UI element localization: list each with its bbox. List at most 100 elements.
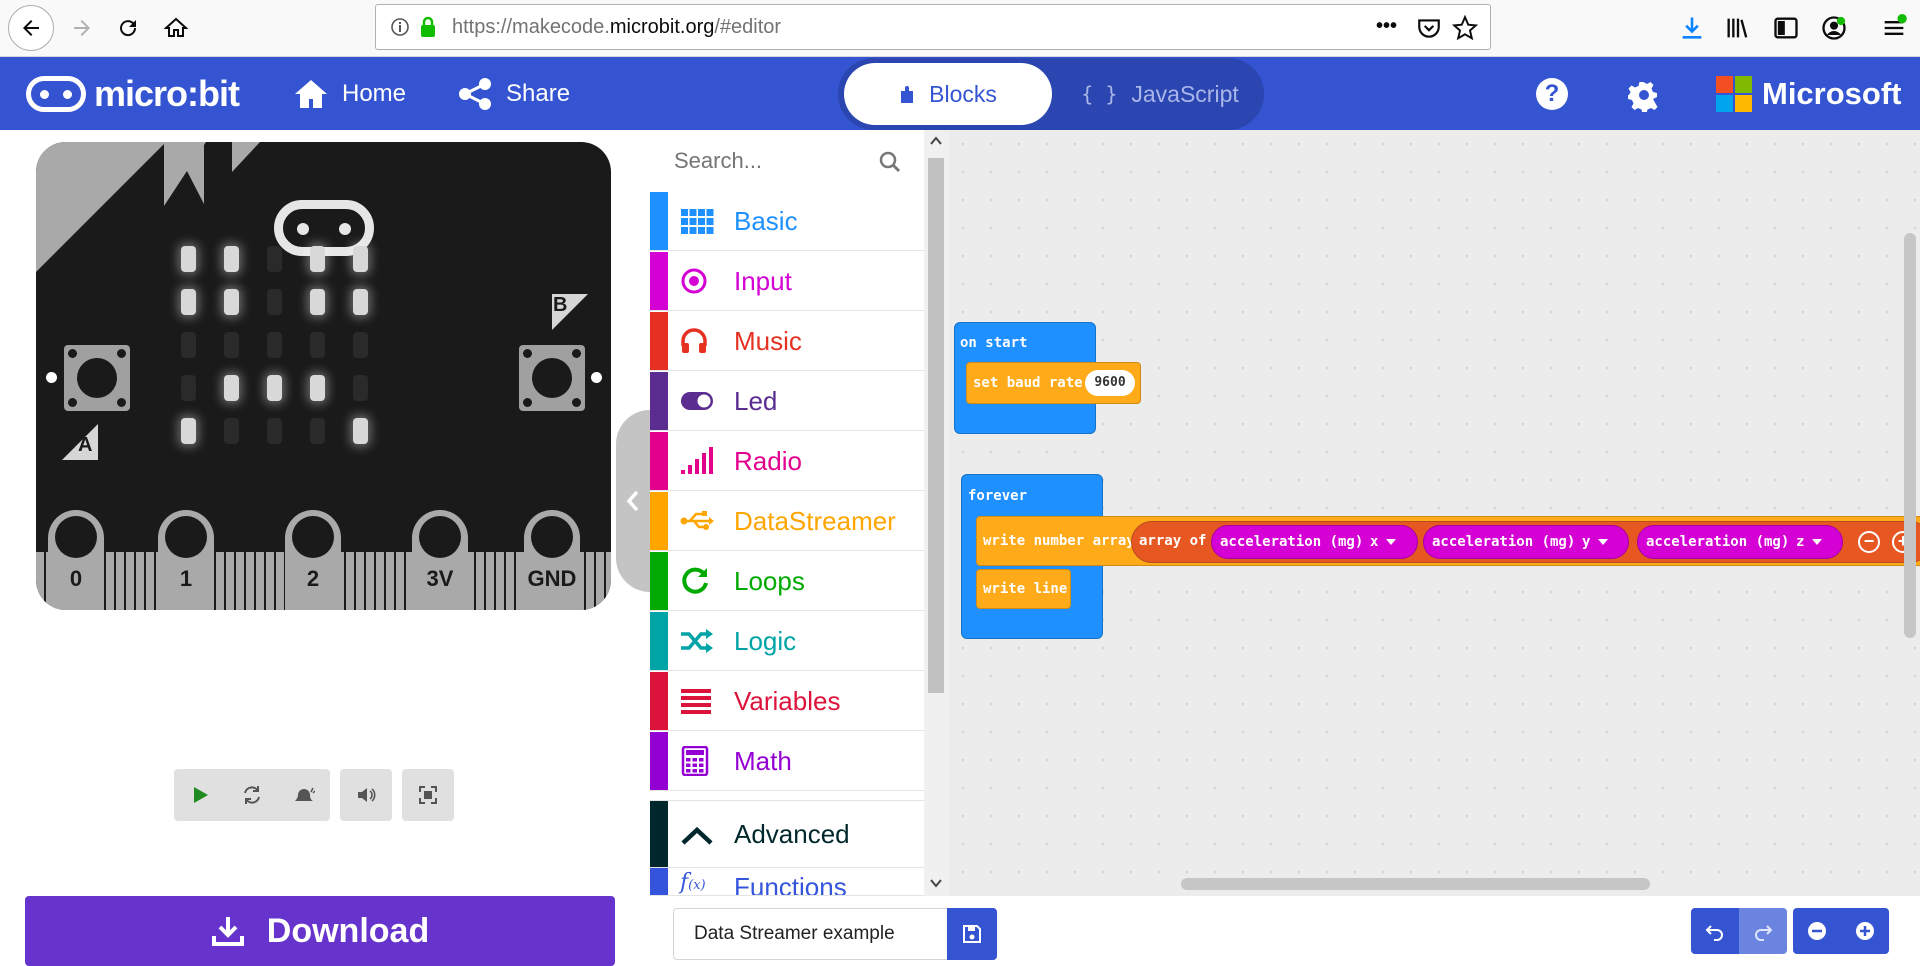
category-label: DataStreamer <box>734 505 896 536</box>
mute-button[interactable] <box>340 769 392 821</box>
remove-item-icon[interactable]: − <box>1858 531 1880 553</box>
search-icon[interactable] <box>878 150 902 174</box>
pin-gnd[interactable]: GND <box>524 510 580 610</box>
save-disk-icon <box>963 925 981 943</box>
function-icon: f(x) <box>680 870 706 895</box>
baud-rate-field[interactable]: 9600 <box>1085 370 1135 396</box>
blocks-tab[interactable]: Blocks <box>844 63 1052 125</box>
restart-button[interactable] <box>226 769 278 821</box>
pin-1[interactable]: 1 <box>158 510 214 610</box>
category-datastreamer[interactable]: DataStreamer <box>650 492 924 551</box>
led-2-4 <box>353 332 368 358</box>
pin-0[interactable]: 0 <box>48 510 104 610</box>
category-color-bar <box>650 432 668 490</box>
category-functions[interactable]: f(x)Functions <box>650 868 924 896</box>
category-radio[interactable]: Radio <box>650 432 924 491</box>
fullscreen-icon <box>419 786 437 804</box>
address-bar[interactable]: https://makecode.microbit.org/#editor ••… <box>375 4 1491 50</box>
zoom-in-button[interactable] <box>1841 908 1889 954</box>
category-variables[interactable]: Variables <box>650 672 924 731</box>
download-button[interactable]: Download <box>25 896 615 966</box>
library-icon[interactable] <box>1724 14 1752 42</box>
forever-label: forever <box>968 488 1028 504</box>
category-music[interactable]: Music <box>650 312 924 371</box>
workspace-vertical-scrollbar[interactable] <box>1904 233 1916 638</box>
acceleration-x-block[interactable]: acceleration (mg) x <box>1211 525 1418 559</box>
category-loops[interactable]: Loops <box>650 552 924 611</box>
project-name-input[interactable] <box>673 908 949 960</box>
microbit-logo[interactable]: micro:bit <box>26 73 240 114</box>
collapse-simulator-button[interactable] <box>616 410 650 592</box>
blocks-workspace[interactable]: on start set baud rate 9600 forever writ… <box>949 130 1920 896</box>
scroll-down-icon[interactable] <box>930 878 942 888</box>
dropdown-caret-icon <box>1812 539 1823 545</box>
set-baud-rate-block[interactable]: set baud rate 9600 <box>966 362 1141 404</box>
play-button[interactable] <box>174 769 226 821</box>
undo-button[interactable] <box>1691 908 1739 954</box>
acceleration-label: acceleration (mg) <box>1220 534 1364 550</box>
category-label: Radio <box>734 445 802 476</box>
list-lines-icon <box>680 686 714 716</box>
forward-arrow-icon[interactable] <box>60 6 104 50</box>
reload-icon[interactable] <box>106 6 150 50</box>
category-advanced[interactable]: Advanced <box>650 800 924 868</box>
hamburger-menu-icon[interactable] <box>1880 14 1908 42</box>
category-math[interactable]: Math <box>650 732 924 791</box>
sidebar-icon[interactable] <box>1772 14 1800 42</box>
pin-2[interactable]: 2 <box>285 510 341 610</box>
write-line-label: write line <box>983 581 1068 597</box>
account-icon[interactable] <box>1820 14 1848 42</box>
snail-icon <box>295 787 315 801</box>
category-logic[interactable]: Logic <box>650 612 924 671</box>
scroll-up-icon[interactable] <box>930 136 942 146</box>
share-button[interactable]: Share <box>458 77 570 111</box>
download-arrow-icon[interactable] <box>1678 14 1706 42</box>
url-text[interactable]: https://makecode.microbit.org/#editor <box>452 15 782 38</box>
ms-square <box>1716 76 1733 93</box>
write-line-block[interactable]: write line <box>976 569 1071 609</box>
workspace-horizontal-scrollbar[interactable] <box>1181 878 1650 890</box>
category-basic[interactable]: Basic <box>650 192 924 251</box>
category-color-bar <box>650 612 668 670</box>
pin-3v[interactable]: 3V <box>412 510 468 610</box>
puzzle-icon <box>901 86 914 103</box>
dropdown-caret-icon <box>1598 539 1609 545</box>
speaker-icon <box>358 788 376 802</box>
acceleration-y-block[interactable]: acceleration (mg)y <box>1423 525 1629 559</box>
board-notch <box>164 142 206 206</box>
search-input[interactable] <box>674 148 854 174</box>
home-icon[interactable] <box>154 6 198 50</box>
category-input[interactable]: Input <box>650 252 924 311</box>
home-button[interactable]: Home <box>294 77 406 111</box>
info-icon[interactable] <box>390 17 410 37</box>
toolbox-scrollbar[interactable] <box>924 130 949 896</box>
category-color-bar <box>650 732 668 790</box>
led-1-3 <box>310 289 325 315</box>
pocket-icon[interactable] <box>1416 15 1442 41</box>
acceleration-z-block[interactable]: acceleration (mg)z <box>1637 525 1843 559</box>
page-actions-icon[interactable]: ••• <box>1376 15 1398 37</box>
share-label: Share <box>506 80 571 107</box>
bookmark-star-icon[interactable] <box>1452 15 1478 41</box>
redo-button[interactable] <box>1739 908 1787 954</box>
zoom-out-button[interactable] <box>1793 908 1841 954</box>
editor-mode-toggle: Blocks { } JavaScript <box>838 58 1264 130</box>
button-b[interactable] <box>519 345 585 411</box>
category-led[interactable]: Led <box>650 372 924 431</box>
help-button[interactable]: ? <box>1536 78 1568 110</box>
axis-dropdown[interactable]: y <box>1582 534 1609 550</box>
gear-icon[interactable] <box>1627 78 1661 112</box>
ms-square <box>1735 95 1752 112</box>
led-4-4 <box>353 418 368 444</box>
save-button[interactable] <box>947 908 997 960</box>
back-arrow-icon[interactable] <box>8 5 54 51</box>
javascript-tab[interactable]: { } JavaScript <box>1070 63 1250 125</box>
fullscreen-button[interactable] <box>402 769 454 821</box>
axis-dropdown[interactable]: z <box>1796 534 1823 550</box>
axis-dropdown[interactable]: x <box>1370 534 1397 550</box>
toolbox-scroll-thumb[interactable] <box>928 158 944 693</box>
button-a[interactable] <box>64 345 130 411</box>
slow-mode-button[interactable] <box>278 769 330 821</box>
microsoft-logo[interactable]: Microsoft <box>1716 74 1902 114</box>
